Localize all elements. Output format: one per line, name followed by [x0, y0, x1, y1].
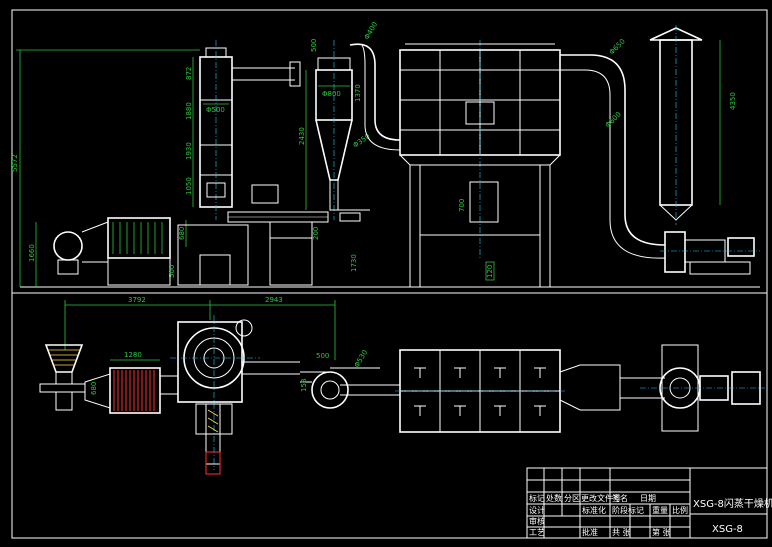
tb-header-2: 分区 [564, 494, 580, 503]
dim-cyclone-out: Φ350 [352, 132, 372, 149]
dim-lower-h: 1730 [350, 254, 358, 272]
dim-base-h: 500 [168, 265, 176, 278]
dim-feed-h: 200 [312, 227, 320, 240]
dim-fan-h: 158 [300, 379, 308, 392]
tb-stage-0: 阶段标记 [612, 505, 644, 515]
dim-mid-h: 680 [178, 227, 186, 240]
plan-heater: 1280 680 [84, 351, 161, 414]
dim-span-b: 2943 [265, 296, 283, 304]
plan-view: 3792 2943 1280 [39, 296, 765, 475]
dim-cyclone-dia: Φ800 [322, 90, 341, 98]
dim-cyclone-b: 1370 [354, 84, 362, 102]
dim-tower-dia: Φ500 [206, 106, 225, 114]
tb-sheet-0: 共 张 [612, 528, 631, 537]
dim-furnace-h: 1660 [28, 244, 36, 262]
dim-heater-w: 1280 [124, 351, 142, 359]
plan-cyclone: 500 158 Φ530 [300, 349, 400, 409]
tb-stage-2: 比例 [672, 505, 688, 515]
dim-total-height: 5572 [11, 154, 19, 172]
hot-air-furnace: 1660 500 [28, 217, 176, 287]
dim-filter-h: 700 [458, 199, 466, 212]
tb-role-4: 批准 [582, 527, 598, 537]
dim-tower-top: 872 [185, 67, 193, 80]
dim-small-w: 120 [486, 265, 494, 278]
exhaust-stack: 4350 [649, 25, 737, 225]
plan-dryer [159, 315, 300, 475]
dim-tower-seg3: 1050 [185, 177, 193, 195]
dim-fan-w: 500 [316, 352, 329, 360]
dim-duct-dia: Φ600 [604, 110, 623, 129]
dim-fan-dia-plan: Φ530 [353, 349, 369, 369]
title-block: 标记 处数 分区 更改文件号 签名 日期 设计 标准化 审核 工艺 批准 阶段标… [526, 467, 772, 539]
tb-role-3: 工艺 [529, 528, 545, 537]
tb-sheet-1: 第 张 [652, 527, 671, 537]
dim-fan-dia: Φ650 [608, 37, 627, 56]
cyclone-separator: 500 Φ800 1370 2430 Φ350 Φ400 [298, 21, 379, 220]
tb-header-0: 标记 [529, 493, 545, 503]
tb-header-5: 日期 [640, 494, 656, 503]
tb-title: XSG-8闪蒸干燥机 [693, 497, 772, 510]
tb-header-3: 更改文件号 [581, 493, 621, 503]
dim-cyclone-a: 500 [310, 39, 318, 52]
dim-stack-h: 4350 [729, 92, 737, 110]
drawing-border [11, 9, 768, 539]
dim-tower-seg2: 1930 [185, 142, 193, 160]
tb-role-0: 设计 [529, 505, 545, 515]
dim-span-a: 3792 [128, 296, 146, 304]
plan-bag-filter [395, 349, 565, 433]
plan-fan-stack [559, 344, 765, 432]
dryer-base: 200 1730 [177, 184, 370, 286]
tb-header-1: 处数 [546, 493, 562, 503]
tb-stage-1: 重量 [652, 505, 668, 515]
main-fan [660, 231, 760, 275]
tb-role-2: 审核 [529, 516, 545, 526]
dim-pipe-dia: Φ400 [363, 21, 379, 41]
bag-filter: 700 120 [399, 40, 561, 287]
tb-drawing-no: XSG-8 [712, 524, 743, 535]
dim-cyclone-h: 2430 [298, 127, 306, 145]
dim-tower-seg1: 1880 [185, 102, 193, 120]
dim-heater-h: 680 [90, 382, 98, 395]
tb-header-4: 签名 [612, 493, 628, 503]
drying-tower: 872 1880 1930 1050 Φ500 680 [178, 40, 233, 247]
plan-burner [39, 344, 86, 411]
tb-role-1: 标准化 [582, 505, 606, 515]
elevation-view: 5572 872 1880 1930 1050 Φ500 680 [11, 21, 760, 288]
